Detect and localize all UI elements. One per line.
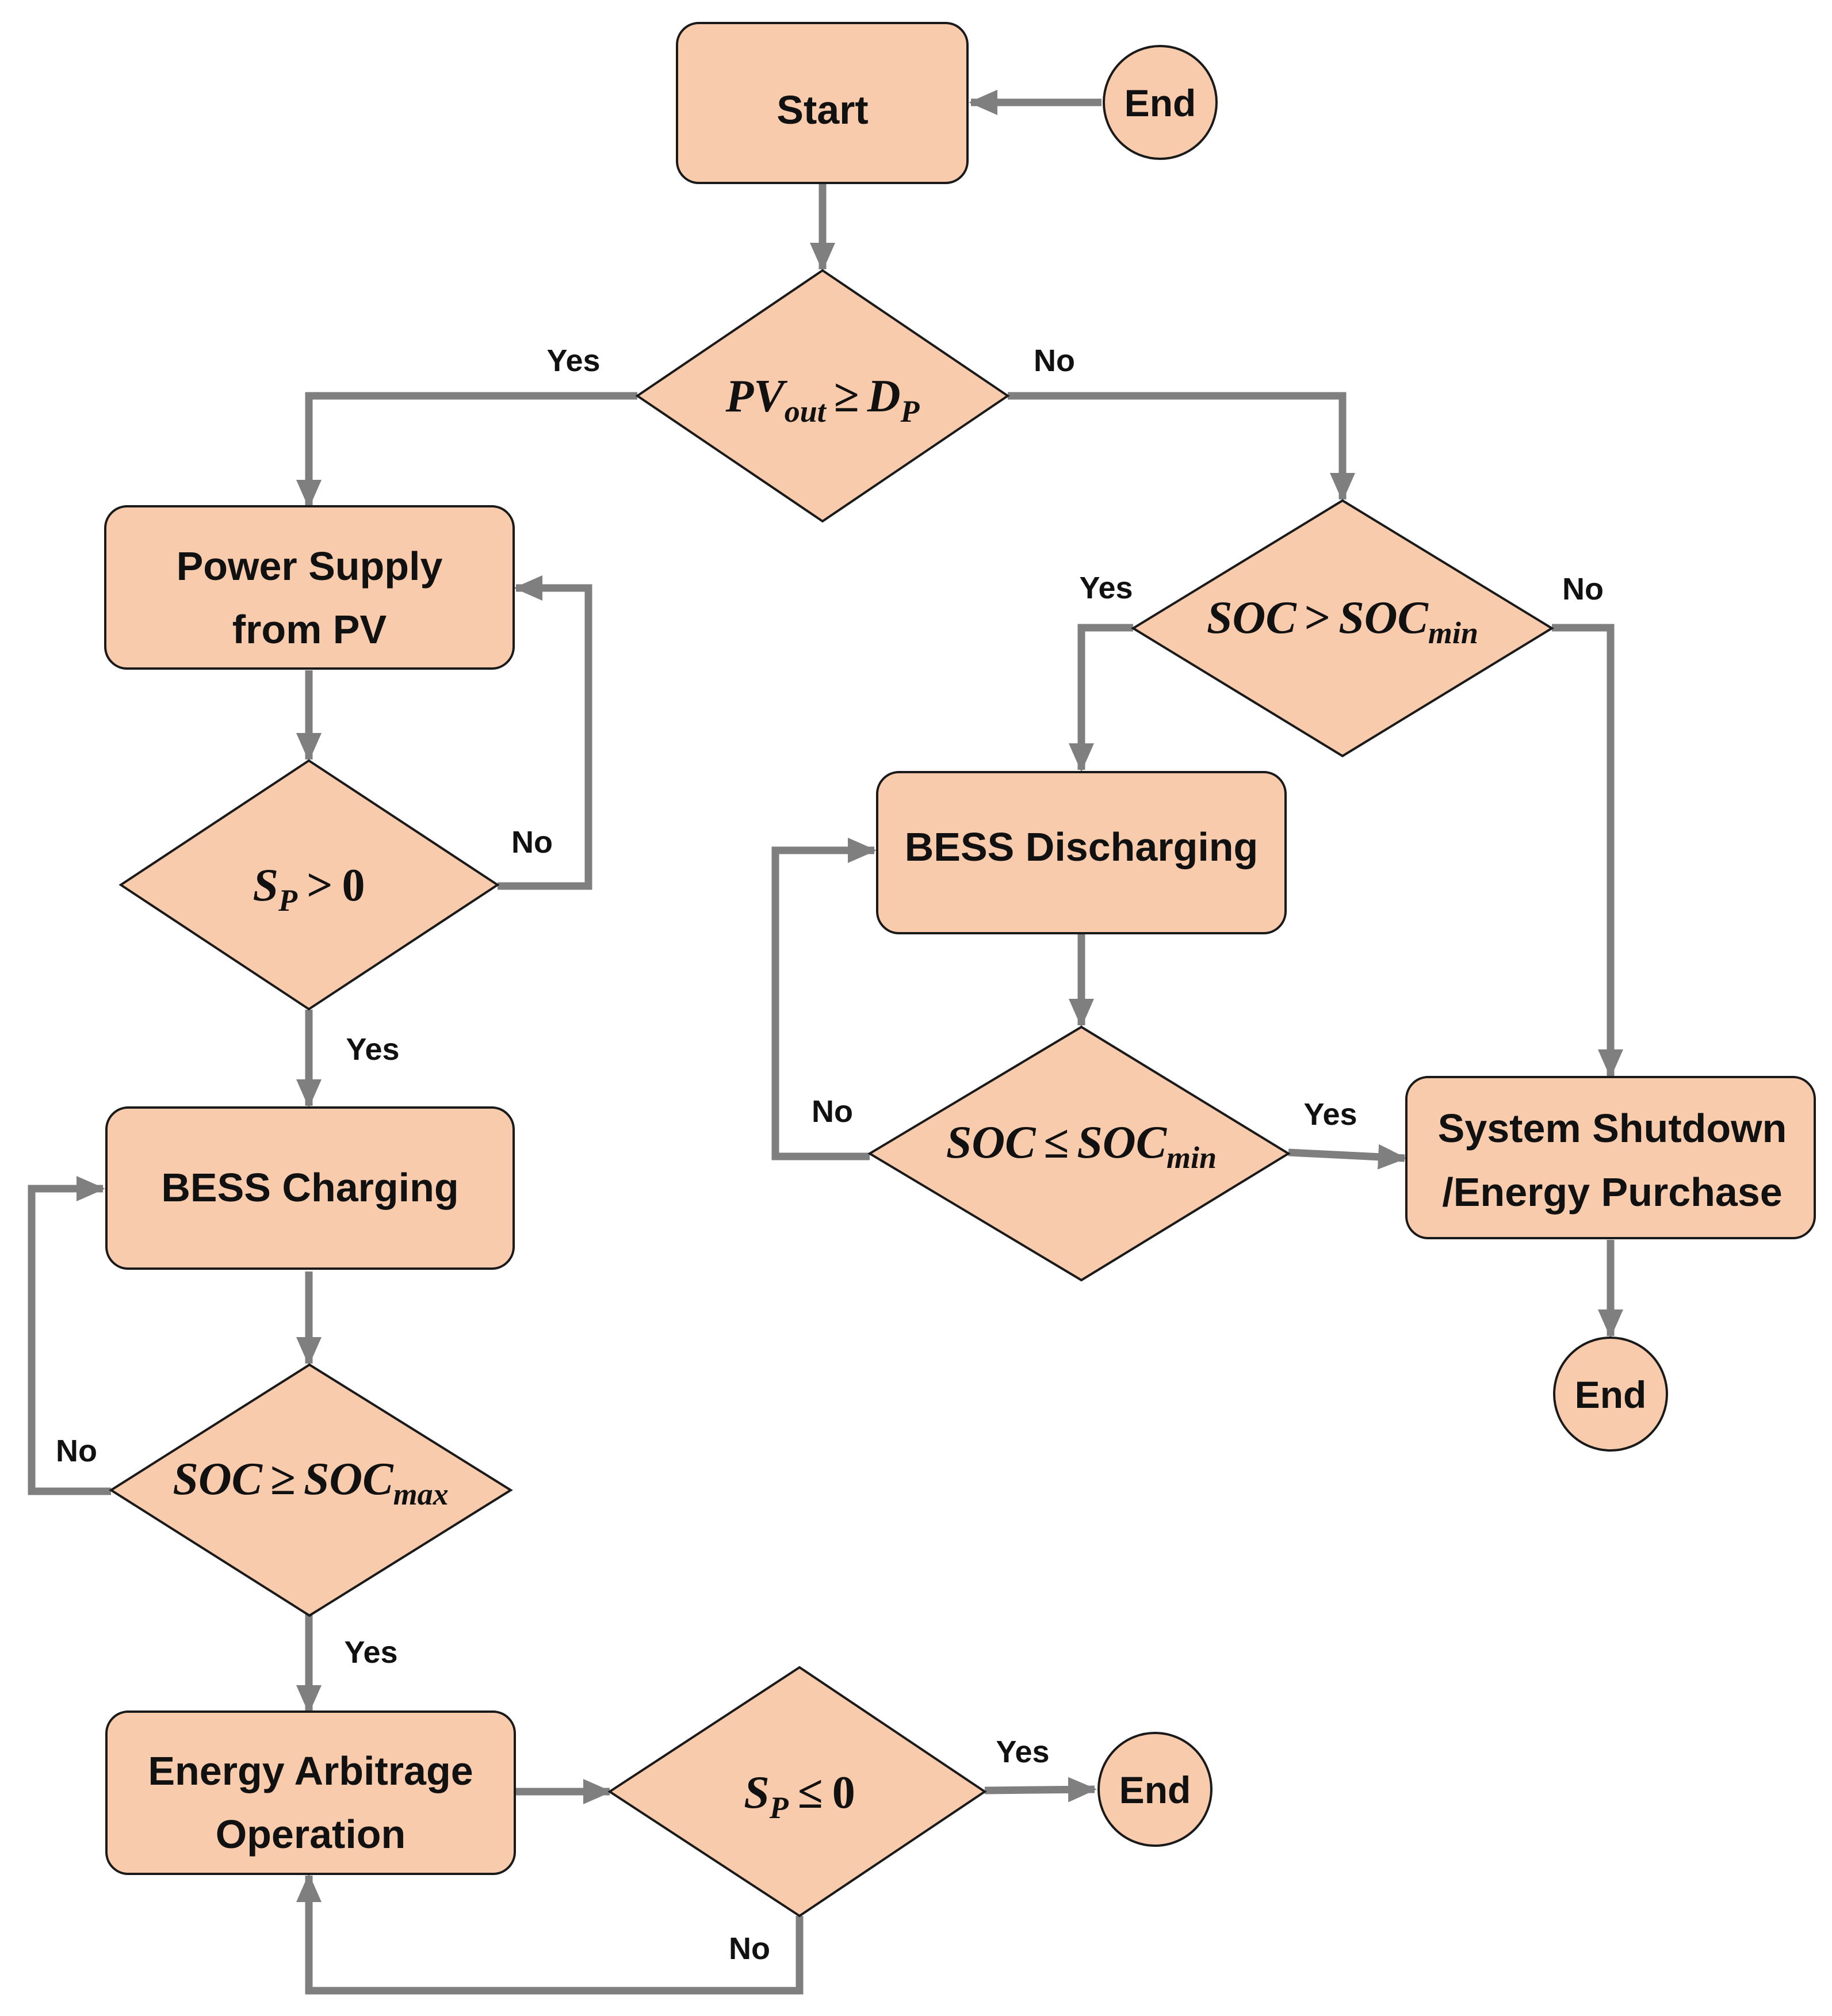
arrow-pv-yes-to-supply (296, 392, 637, 509)
decision-soc-max-formula: SOC≥SOCmax (173, 1454, 448, 1511)
label-sp-pos-yes: Yes (346, 1032, 399, 1067)
arrow-pv-no-to-soc-decision (1008, 392, 1355, 502)
decision-soc-above-min-formula: SOC>SOCmin (1207, 593, 1478, 650)
decision-pv-vs-demand-formula: PVout≥DP (725, 371, 920, 429)
decision-soc-max: SOC≥SOCmax (109, 1363, 513, 1617)
bess-discharging-label: BESS Discharging (905, 824, 1259, 869)
decision-pv-vs-demand: PVout≥DP (635, 269, 1010, 523)
bess-charging-box: BESS Charging (105, 1106, 515, 1270)
shutdown-label-line2: /Energy Purchase (1442, 1170, 1782, 1215)
end-terminal-bottom: End (1097, 1732, 1213, 1847)
energy-arbitrage-label-line1: Energy Arbitrage (148, 1748, 473, 1793)
decision-sp-positive: SP>0 (118, 759, 500, 1011)
label-sp-nonpos-yes: Yes (996, 1735, 1049, 1769)
label-soc-atmin-yes: Yes (1303, 1097, 1357, 1132)
end-right-label: End (1575, 1373, 1647, 1416)
decision-soc-above-min: SOC>SOCmin (1131, 499, 1554, 758)
start-box: Start (676, 22, 969, 184)
arrow-sp-nonpos-no-loop (296, 1873, 804, 1995)
arrow-socmax-no-loop (28, 1176, 111, 1495)
label-soc-min-yes: Yes (1079, 571, 1133, 605)
pv-supply-box: Power Supply from PV (104, 505, 515, 670)
label-socmax-no: No (56, 1434, 97, 1468)
end-top-label: End (1125, 82, 1196, 124)
label-pv-yes: Yes (546, 343, 600, 378)
end-bottom-label: End (1119, 1769, 1191, 1811)
decision-sp-positive-formula: SP>0 (253, 860, 365, 918)
bess-charging-label: BESS Charging (161, 1165, 458, 1210)
label-soc-min-no: No (1562, 572, 1604, 606)
decision-sp-nonpositive-formula: SP≤0 (744, 1767, 855, 1825)
decision-soc-at-min-formula: SOC≤SOCmin (946, 1117, 1217, 1175)
edge-labels: Yes No No Yes No Yes Yes No Yes No No Ye… (56, 343, 1604, 1966)
end-terminal-top: End (1103, 45, 1218, 160)
arrow-sp-nonpos-yes-to-end (984, 1777, 1097, 1803)
connectors (28, 90, 1623, 1995)
bess-discharging-box: BESS Discharging (876, 771, 1287, 934)
start-label: Start (777, 87, 868, 132)
energy-arbitrage-label-line2: Operation (216, 1812, 406, 1857)
arrow-socmin-no-loop (771, 838, 877, 1160)
label-sp-pos-no: No (511, 825, 553, 860)
shutdown-label-line1: System Shutdown (1438, 1106, 1787, 1151)
label-pv-no: No (1034, 343, 1075, 378)
decision-sp-nonpositive: SP≤0 (607, 1666, 987, 1918)
label-soc-atmin-no: No (812, 1094, 853, 1129)
arrow-sp-no-loop (498, 575, 592, 890)
energy-arbitrage-box: Energy Arbitrage Operation (105, 1710, 516, 1875)
arrow-soc-no-to-shutdown (1552, 624, 1623, 1078)
arrow-socmin-yes-to-shutdown (1288, 1144, 1407, 1170)
end-terminal-right: End (1553, 1337, 1668, 1452)
arrow-soc-yes-to-discharging (1069, 624, 1133, 772)
pv-supply-label-line1: Power Supply (177, 544, 443, 589)
label-socmax-yes: Yes (344, 1635, 397, 1670)
pv-supply-label-line2: from PV (232, 607, 387, 652)
decision-soc-at-min: SOC≤SOCmin (867, 1025, 1291, 1282)
label-sp-nonpos-no: No (729, 1931, 770, 1966)
shutdown-box: System Shutdown /Energy Purchase (1405, 1076, 1816, 1239)
